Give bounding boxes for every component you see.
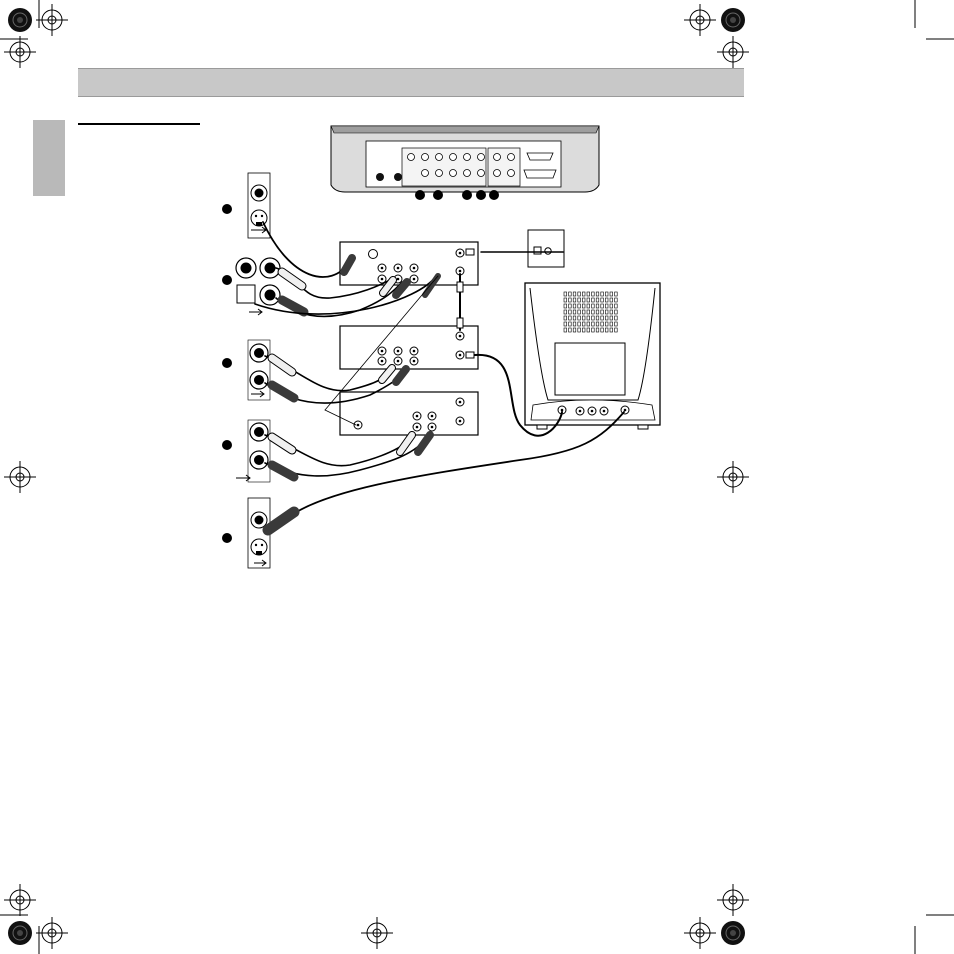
registration-mark — [684, 4, 716, 36]
registration-mark — [717, 461, 749, 493]
connection-markers — [222, 204, 232, 543]
media-center-rear-panel — [331, 126, 599, 200]
registration-mark — [4, 36, 36, 68]
registration-mark — [36, 917, 68, 949]
registration-disc-br — [721, 921, 745, 945]
registration-mark — [717, 36, 749, 68]
jack-panel-4 — [236, 420, 270, 482]
registration-mark — [684, 917, 716, 949]
registration-mark — [4, 884, 36, 916]
vcr-2 — [340, 326, 478, 369]
registration-disc-tr — [721, 8, 745, 32]
jack-panel-2 — [236, 258, 280, 315]
registration-mark — [717, 884, 749, 916]
registration-mark — [4, 461, 36, 493]
registration-mark — [36, 4, 68, 36]
antenna-wall-plate — [528, 230, 564, 267]
registration-disc-tl — [8, 8, 32, 32]
registration-disc-bl — [8, 921, 32, 945]
jack-panel-3 — [248, 340, 270, 400]
registration-mark — [361, 917, 393, 949]
